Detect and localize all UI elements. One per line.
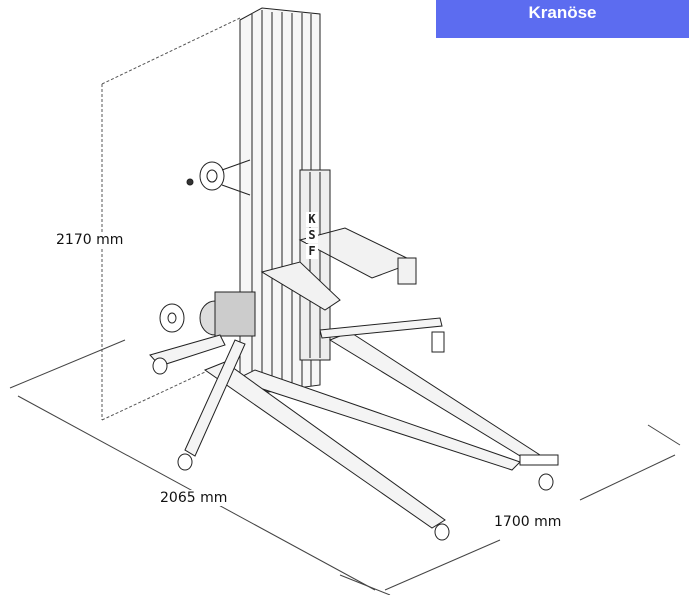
length-dimension-lines [9, 339, 391, 595]
mast-label-s: S [306, 228, 318, 243]
mast-label-f: F [306, 244, 318, 259]
outrigger-legs [149, 317, 541, 529]
mast-label-k: K [306, 212, 318, 227]
load-fork [260, 227, 417, 311]
crank-wheel [186, 159, 251, 196]
height-dimension-label: 2170 mm [56, 232, 124, 248]
caster-wheels [152, 331, 559, 541]
width-dimension-label: 1700 mm [494, 514, 562, 530]
width-dimension-lines [384, 424, 681, 591]
winch-motor [159, 291, 256, 337]
height-dimension-lines [101, 17, 241, 421]
kranose-badge: Kranöse [436, 0, 689, 38]
length-dimension-label: 2065 mm [160, 490, 228, 506]
mast [239, 7, 331, 393]
